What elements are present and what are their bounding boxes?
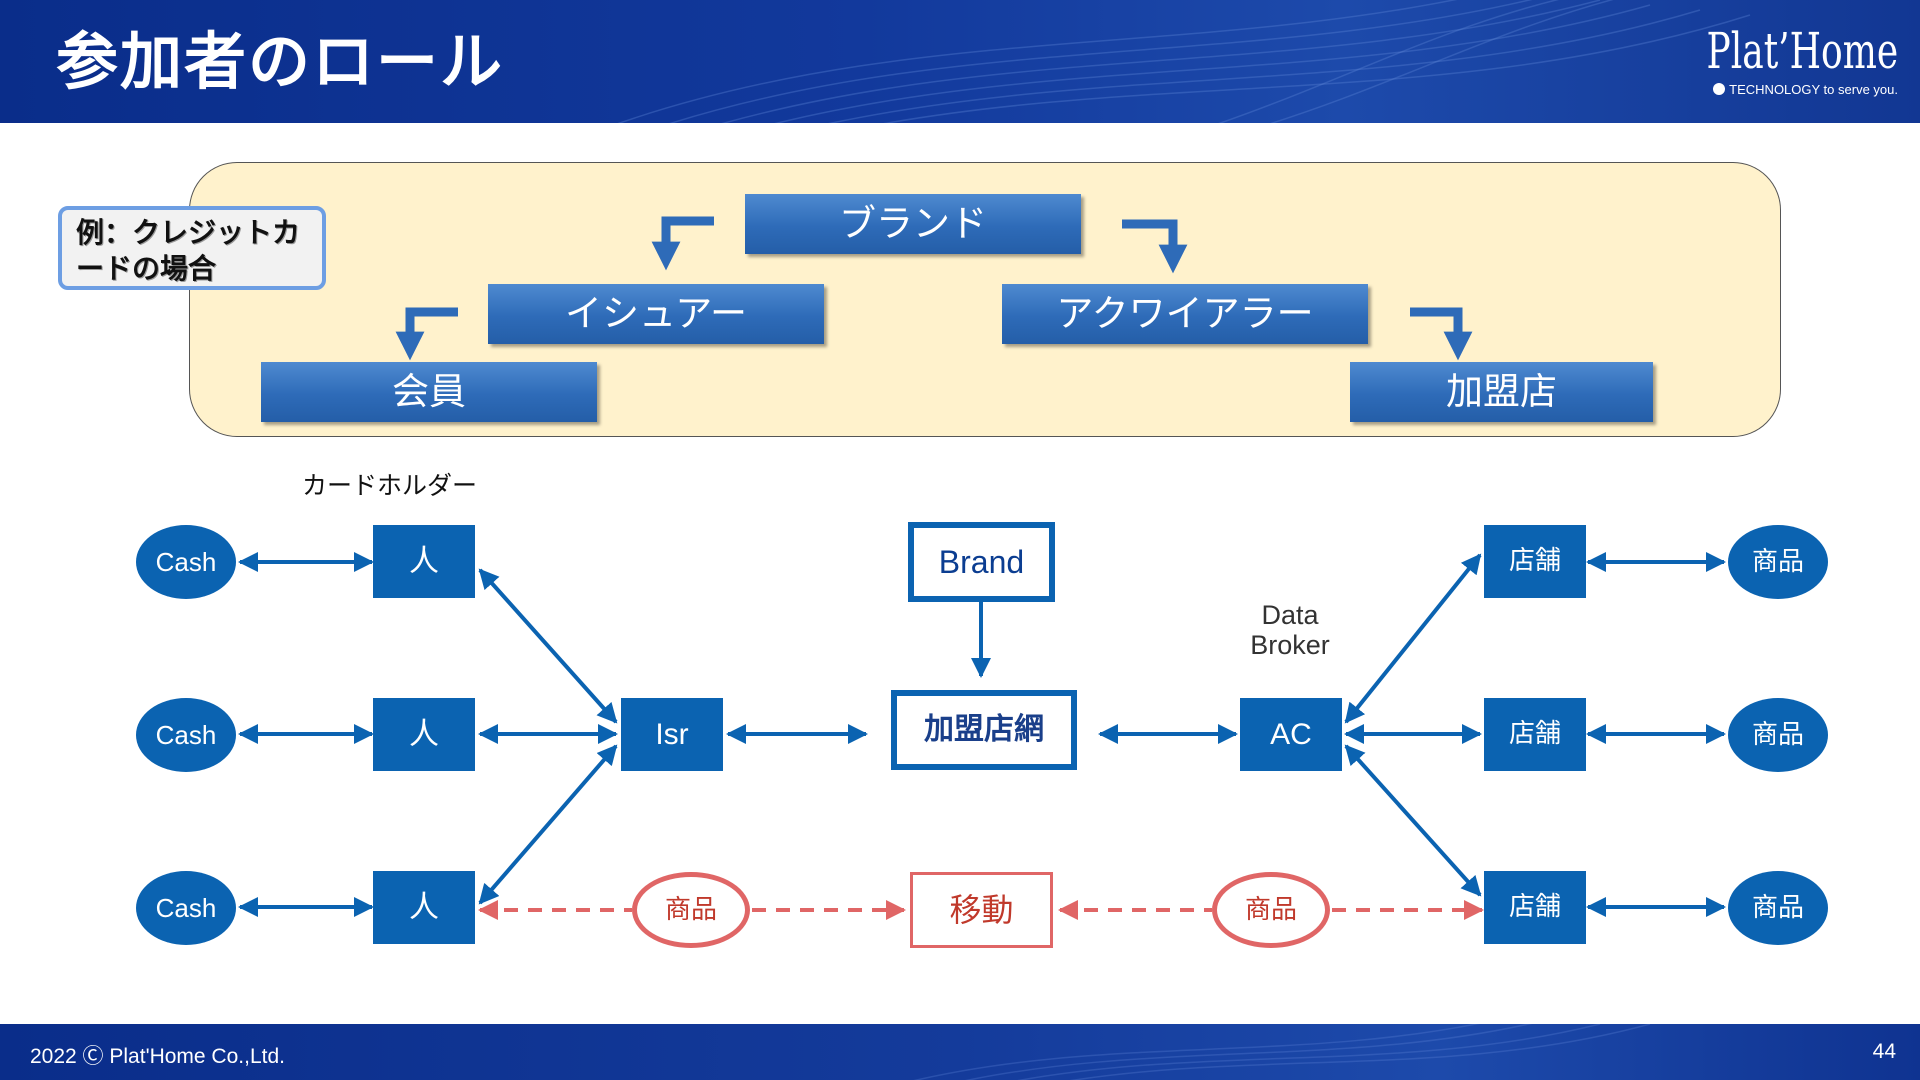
cash-node: Cash: [136, 698, 236, 772]
goods-node: 商品: [1728, 525, 1828, 599]
footer-bar: 2022 Ⓒ Plat'Home Co.,Ltd. 44: [0, 1024, 1920, 1080]
brand-node: Brand: [908, 522, 1055, 602]
role-member: 会員: [261, 362, 597, 422]
goods-in-transit-node: 商品: [632, 872, 750, 948]
cash-node: Cash: [136, 525, 236, 599]
goods-in-transit-node: 商品: [1212, 872, 1330, 948]
logo-tagline-text: TECHNOLOGY to serve you.: [1729, 82, 1898, 97]
goods-node: 商品: [1728, 871, 1828, 945]
page-title: 参加者のロール: [56, 25, 505, 98]
page-number: 44: [1872, 1040, 1896, 1063]
role-issuer: イシュアー: [488, 284, 824, 344]
header-bar: 参加者のロール Plat’Home TECHNOLOGY to serve yo…: [0, 0, 1920, 123]
arrow-brand-to-acquirer: [1122, 219, 1188, 274]
cardholder-caption: カードホルダー: [302, 471, 478, 500]
move-node: 移動: [910, 872, 1053, 948]
merchant-network-node: 加盟店網: [891, 690, 1077, 770]
copyright-text: 2022 Ⓒ Plat'Home Co.,Ltd.: [30, 1045, 285, 1068]
company-logo: Plat’Home: [1706, 22, 1898, 80]
logo-tagline: TECHNOLOGY to serve you.: [1713, 82, 1898, 97]
link-person1-isr: [478, 568, 618, 724]
header-wave-decoration: [617, 0, 1751, 123]
person-node: 人: [373, 698, 475, 771]
arrow-acquirer-to-merchant: [1410, 307, 1473, 361]
person-node: 人: [373, 525, 475, 598]
data-broker-text: Data Broker: [1250, 600, 1330, 660]
arrow-issuer-to-member: [395, 307, 458, 361]
link-ac-store3: [1344, 744, 1482, 897]
link-person3-isr: [478, 744, 618, 905]
store-node: 店舗: [1484, 525, 1586, 598]
link-ac-store1: [1344, 553, 1482, 724]
acquirer-node: AC: [1240, 698, 1342, 771]
issuer-node: Isr: [621, 698, 723, 771]
store-node: 店舗: [1484, 871, 1586, 944]
cash-node: Cash: [136, 871, 236, 945]
goods-node: 商品: [1728, 698, 1828, 772]
role-brand: ブランド: [745, 194, 1081, 254]
store-node: 店舗: [1484, 698, 1586, 771]
arrow-brand-to-issuer: [651, 216, 714, 271]
role-acquirer: アクワイアラー: [1002, 284, 1368, 344]
role-merchant: 加盟店: [1350, 362, 1653, 422]
person-node: 人: [373, 871, 475, 944]
footer-wave-decoration: [913, 1024, 1651, 1080]
logo-mark-icon: [1713, 83, 1726, 95]
example-label: 例：クレジットカードの場合: [58, 206, 326, 290]
data-broker-caption: Data Broker: [1230, 600, 1350, 660]
